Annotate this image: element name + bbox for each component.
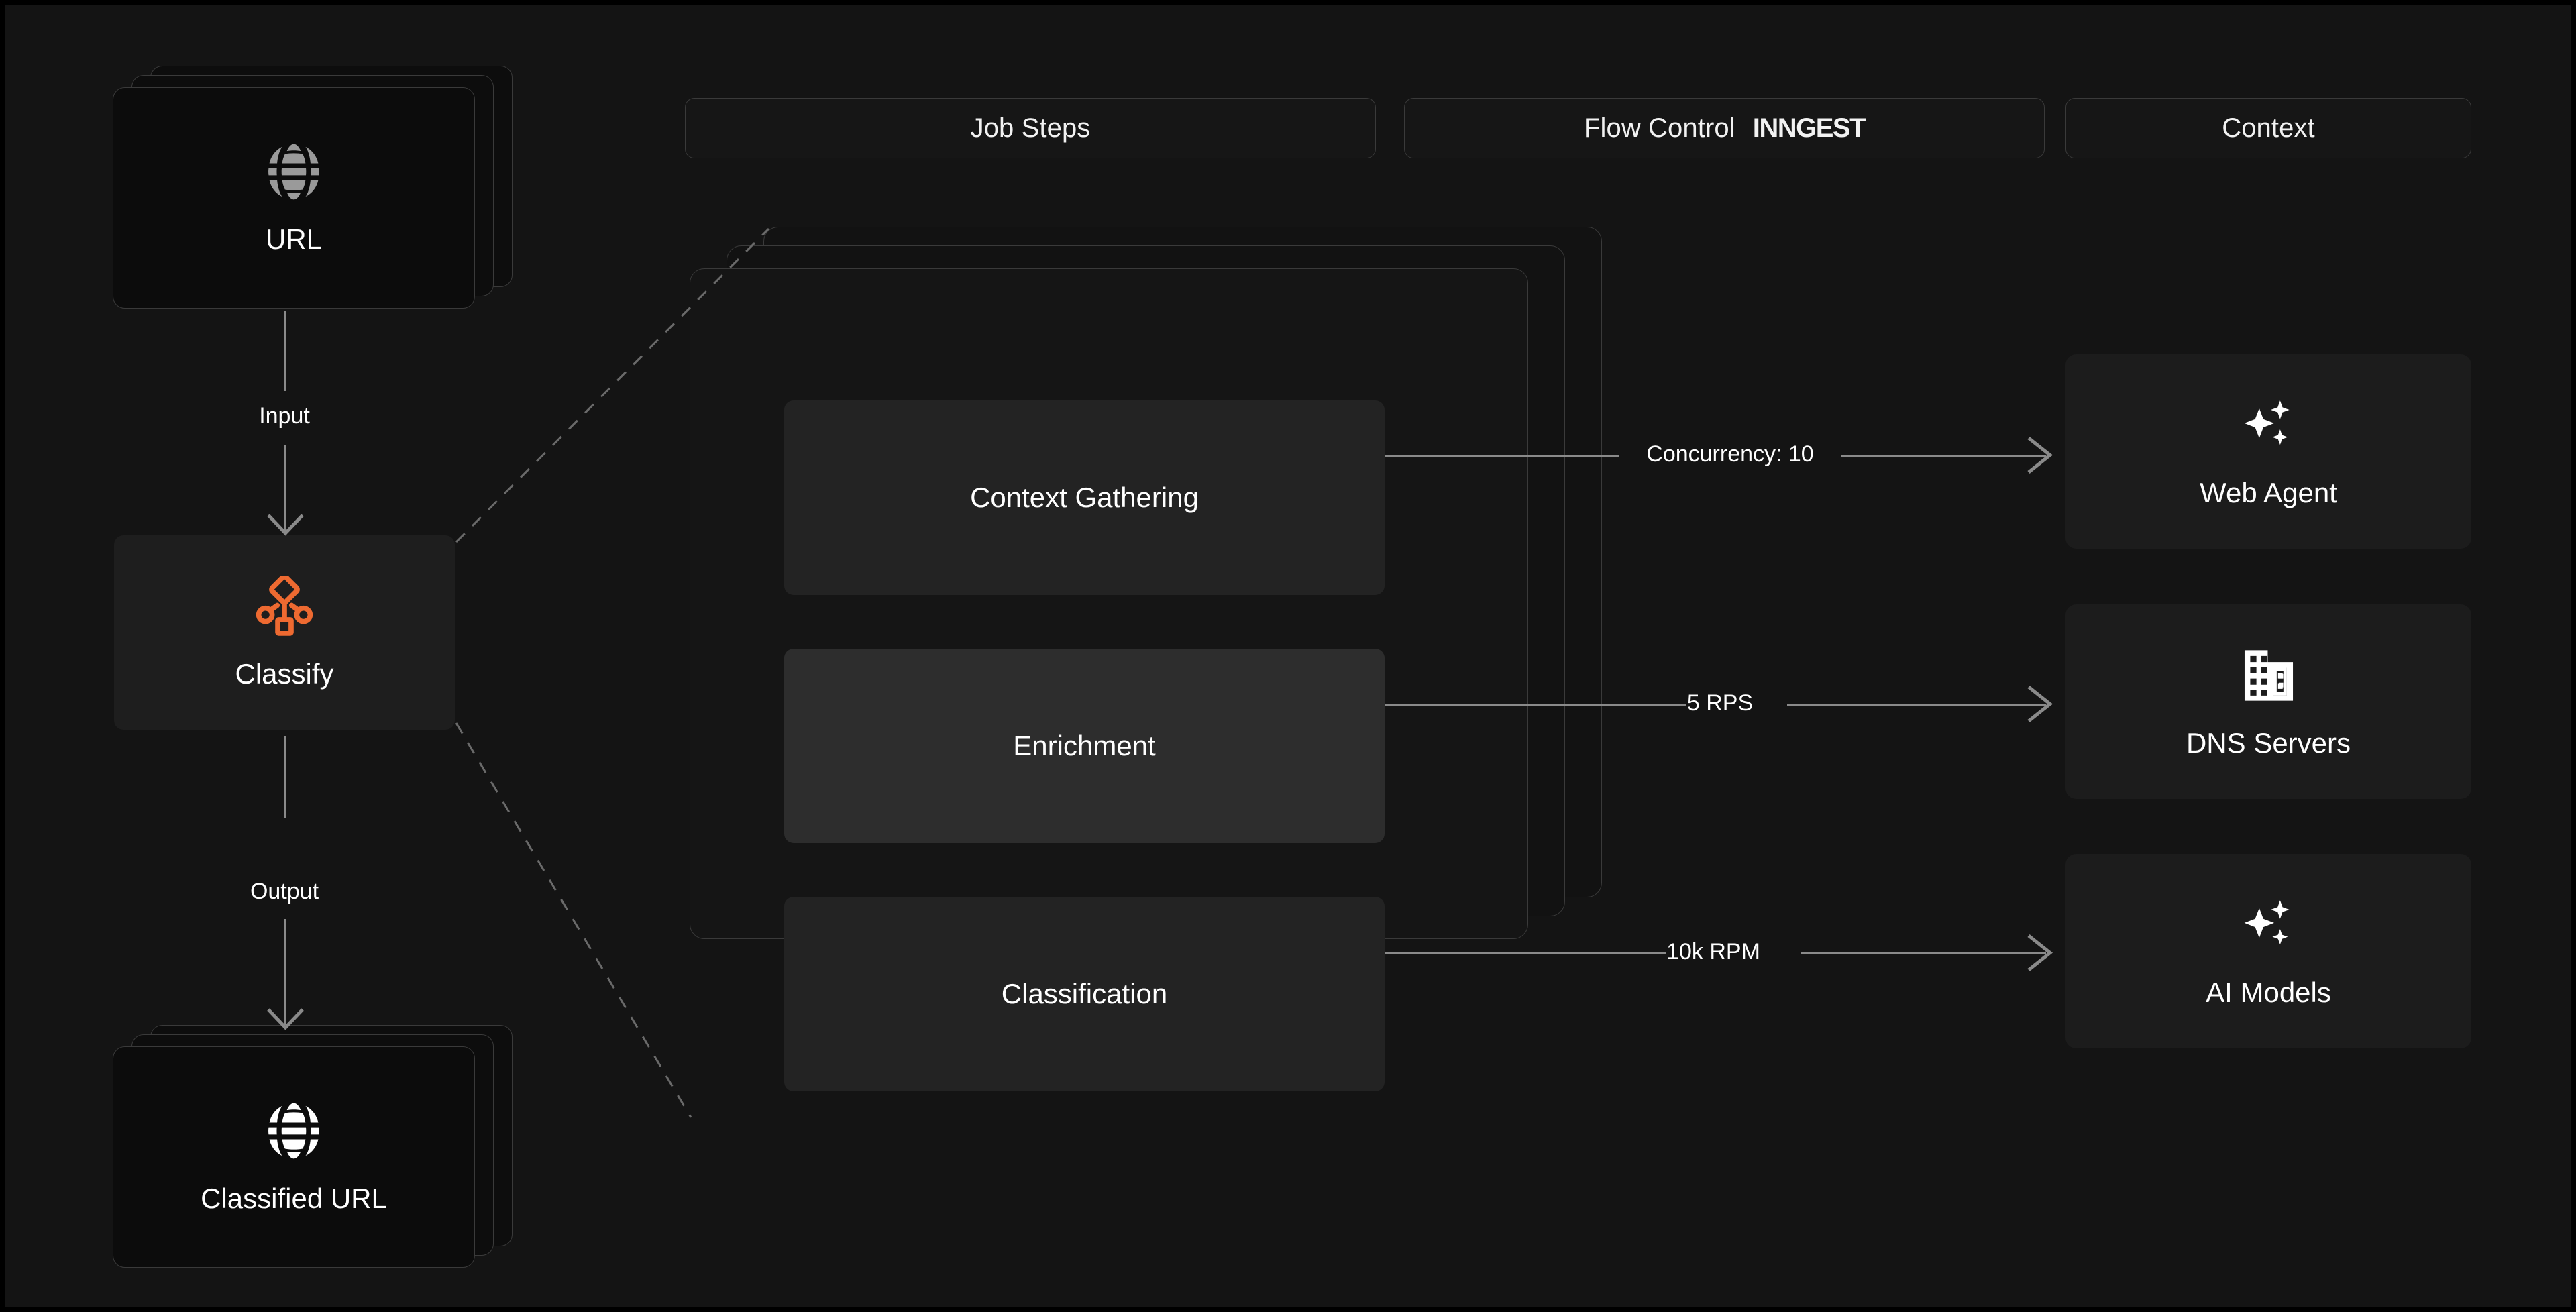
diagram-canvas: Job Steps Flow Control INNGEST Context	[5, 5, 2571, 1307]
edge-rpm-line-left	[1385, 952, 1666, 954]
header-job-steps[interactable]: Job Steps	[685, 98, 1376, 158]
edge-output-label: Output	[250, 879, 319, 904]
node-classified-url[interactable]: Classified URL	[113, 1025, 529, 1280]
building-icon	[2238, 645, 2300, 710]
node-ai-models-label: AI Models	[2206, 976, 2331, 1008]
node-dns-servers-label: DNS Servers	[2186, 726, 2351, 759]
edge-output-line-bottom	[284, 919, 286, 1026]
edge-output-line-top	[284, 736, 286, 818]
header-context-label: Context	[2222, 113, 2315, 143]
edge-input-line-bottom	[284, 445, 286, 532]
edge-rps-label: 5 RPS	[1686, 690, 1754, 716]
node-url[interactable]: URL	[113, 66, 529, 321]
node-url-label: URL	[265, 223, 323, 255]
step-card-enrichment[interactable]: Enrichment	[784, 649, 1385, 843]
step-label: Enrichment	[1013, 730, 1156, 761]
globe-icon	[263, 1100, 325, 1165]
edge-rps-line-left	[1385, 704, 1686, 706]
node-dns-servers[interactable]: DNS Servers	[2065, 604, 2471, 799]
classified-url-card-front[interactable]: Classified URL	[113, 1046, 475, 1268]
edge-rps-line-right	[1787, 704, 2046, 706]
step-card-context-gathering[interactable]: Context Gathering	[784, 400, 1385, 595]
edge-input-label: Input	[259, 403, 310, 429]
node-classify[interactable]: Classify	[114, 535, 455, 730]
node-classified-url-label: Classified URL	[201, 1182, 387, 1214]
edge-concurrency-label: Concurrency: 10	[1646, 441, 1814, 467]
edge-concurrency-line-right	[1841, 455, 2046, 457]
header-context[interactable]: Context	[2065, 98, 2471, 158]
job-steps-panel-stack: Context Gathering Enrichment Classificat…	[690, 227, 1609, 1091]
node-web-agent-label: Web Agent	[2200, 476, 2337, 508]
header-flow-control-label: Flow Control	[1583, 113, 1735, 143]
url-card-front[interactable]: URL	[113, 87, 475, 309]
sparkles-icon	[2238, 894, 2300, 959]
step-card-classification[interactable]: Classification	[784, 897, 1385, 1091]
node-web-agent[interactable]: Web Agent	[2065, 354, 2471, 549]
step-label: Classification	[1001, 978, 1168, 1009]
job-steps-panel-front: Context Gathering Enrichment Classificat…	[690, 268, 1528, 1091]
edge-rpm-label: 10k RPM	[1666, 939, 1760, 965]
header-flow-control[interactable]: Flow Control INNGEST	[1404, 98, 2045, 158]
globe-icon	[263, 141, 325, 206]
node-ai-models[interactable]: AI Models	[2065, 854, 2471, 1048]
edge-rpm-line-right	[1801, 952, 2046, 954]
edge-input-line-top	[284, 311, 286, 391]
edge-concurrency-line-left	[1385, 455, 1619, 457]
node-classify-label: Classify	[235, 657, 334, 690]
step-label: Context Gathering	[970, 482, 1199, 513]
inngest-logo-text: INNGEST	[1752, 113, 1866, 143]
sparkles-icon	[2238, 394, 2300, 459]
shapes-hierarchy-icon	[254, 573, 315, 641]
header-job-steps-label: Job Steps	[970, 113, 1091, 143]
